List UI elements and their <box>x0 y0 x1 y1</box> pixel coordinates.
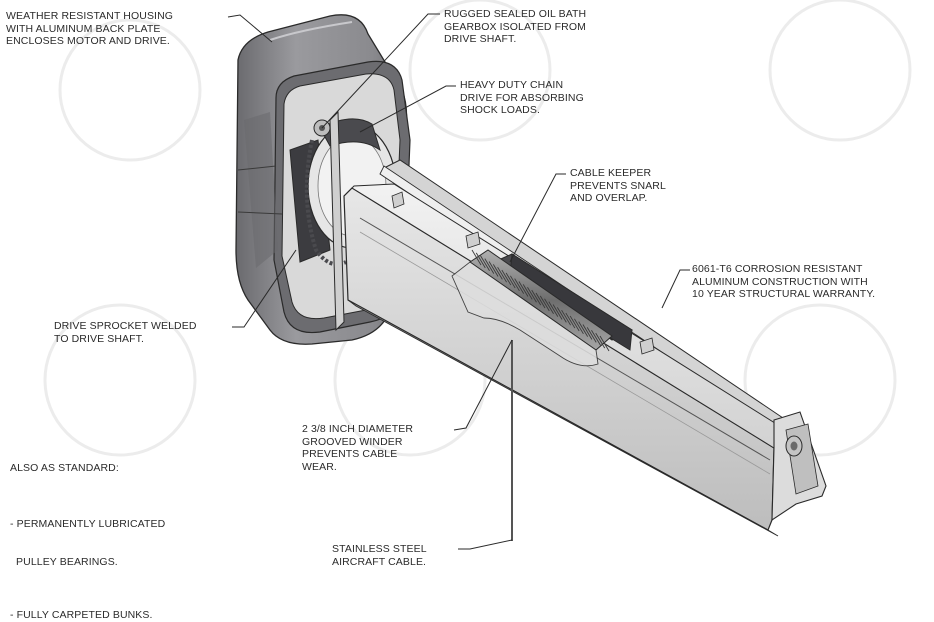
also-standard-block: ALSO AS STANDARD: - PERMANENTLY LUBRICAT… <box>10 462 165 622</box>
winder-groove <box>471 249 482 266</box>
winch-diagram: WEATHER RESISTANT HOUSING WITH ALUMINUM … <box>6 0 912 621</box>
callout-line: PREVENTS CABLE <box>302 448 398 461</box>
winder-groove <box>582 324 593 340</box>
drawing <box>43 0 912 550</box>
winder-groove <box>484 258 495 274</box>
winder-groove <box>518 281 529 297</box>
callout-line: WITH ALUMINUM BACK PLATE <box>6 22 161 35</box>
callout-gearbox: RUGGED SEALED OIL BATH GEARBOX ISOLATED … <box>444 8 586 46</box>
callout-cable-keeper: CABLE KEEPER PREVENTS SNARL AND OVERLAP. <box>570 167 666 205</box>
standard-item: - FULLY CARPETED BUNKS. <box>10 609 153 622</box>
winder-groove <box>565 312 576 329</box>
callout-line: CABLE KEEPER <box>570 167 652 179</box>
standard-heading: ALSO AS STANDARD: <box>10 462 119 474</box>
winder-groove <box>505 272 516 289</box>
callout-line: DRIVE SPROCKET WELDED <box>54 320 197 332</box>
callout-line: AIRCRAFT CABLE. <box>332 555 427 568</box>
callout-line: 2 3/8 INCH DIAMETER <box>302 423 414 435</box>
winder-groove <box>492 264 503 280</box>
callout-housing: WEATHER RESISTANT HOUSING WITH ALUMINUM … <box>6 10 173 48</box>
winder-groove <box>574 318 584 335</box>
callout-line: ALUMINUM CONSTRUCTION WITH <box>692 275 868 288</box>
callout-sprocket: DRIVE SPROCKET WELDED TO DRIVE SHAFT. <box>54 320 197 345</box>
callout-line: DRIVE SHAFT. <box>444 33 517 46</box>
standard-item: - PERMANENTLY LUBRICATED PULLEY BEARINGS… <box>10 517 166 568</box>
winder-groove <box>552 304 563 320</box>
winder-groove <box>535 292 546 309</box>
winder-groove <box>578 321 589 337</box>
callout-aluminum: 6061-T6 CORROSION RESISTANT ALUMINUM CON… <box>692 263 875 301</box>
callout-line: SHOCK LOADS. <box>460 104 540 117</box>
callout-line: 6061-T6 CORROSION RESISTANT <box>692 263 863 275</box>
callout-line: TO DRIVE SHAFT. <box>54 332 144 345</box>
callout-line: PREVENTS SNARL <box>570 179 666 192</box>
winder-groove <box>497 266 507 283</box>
callout-line: DRIVE FOR ABSORBING <box>460 91 584 104</box>
winder-groove <box>527 287 537 303</box>
callout-line: ENCLOSES MOTOR AND DRIVE. <box>6 35 170 48</box>
winder-groove <box>488 261 499 277</box>
callout-winder: 2 3/8 INCH DIAMETER GROOVED WINDER PREVE… <box>302 423 413 473</box>
winder-groove <box>599 335 610 352</box>
callout-line: GROOVED WINDER <box>302 435 403 448</box>
winder-groove <box>586 327 597 343</box>
winder-groove <box>522 284 533 300</box>
winder-groove <box>561 309 571 326</box>
winder-groove <box>475 252 486 269</box>
winder-groove <box>514 278 525 294</box>
winder-groove <box>480 255 490 271</box>
callout-line: WEATHER RESISTANT HOUSING <box>6 10 174 22</box>
grooved-winder <box>451 249 613 367</box>
callout-cable: STAINLESS STEEL AIRCRAFT CABLE. <box>332 543 427 568</box>
winder-groove <box>556 307 567 323</box>
winder-groove <box>539 295 550 312</box>
winder-groove <box>591 330 601 346</box>
callout-line: GEARBOX ISOLATED FROM <box>444 20 586 33</box>
callout-line: RUGGED SEALED OIL BATH <box>444 8 587 20</box>
winder-groove <box>510 275 520 292</box>
callout-line: 10 YEAR STRUCTURAL WARRANTY. <box>692 288 876 301</box>
callout-line: WEAR. <box>302 460 337 473</box>
winder-groove <box>595 332 606 349</box>
callout-line: HEAVY DUTY CHAIN <box>460 79 564 91</box>
winder-groove <box>569 315 580 332</box>
leader-lines <box>227 13 690 550</box>
winder-groove <box>501 269 512 286</box>
winder-groove <box>548 301 559 317</box>
callout-line: STAINLESS STEEL <box>332 543 427 555</box>
winder-groove <box>544 298 554 314</box>
winder-groove <box>531 289 542 306</box>
callout-line: AND OVERLAP. <box>570 192 648 205</box>
callout-chain: HEAVY DUTY CHAIN DRIVE FOR ABSORBING SHO… <box>460 79 584 117</box>
